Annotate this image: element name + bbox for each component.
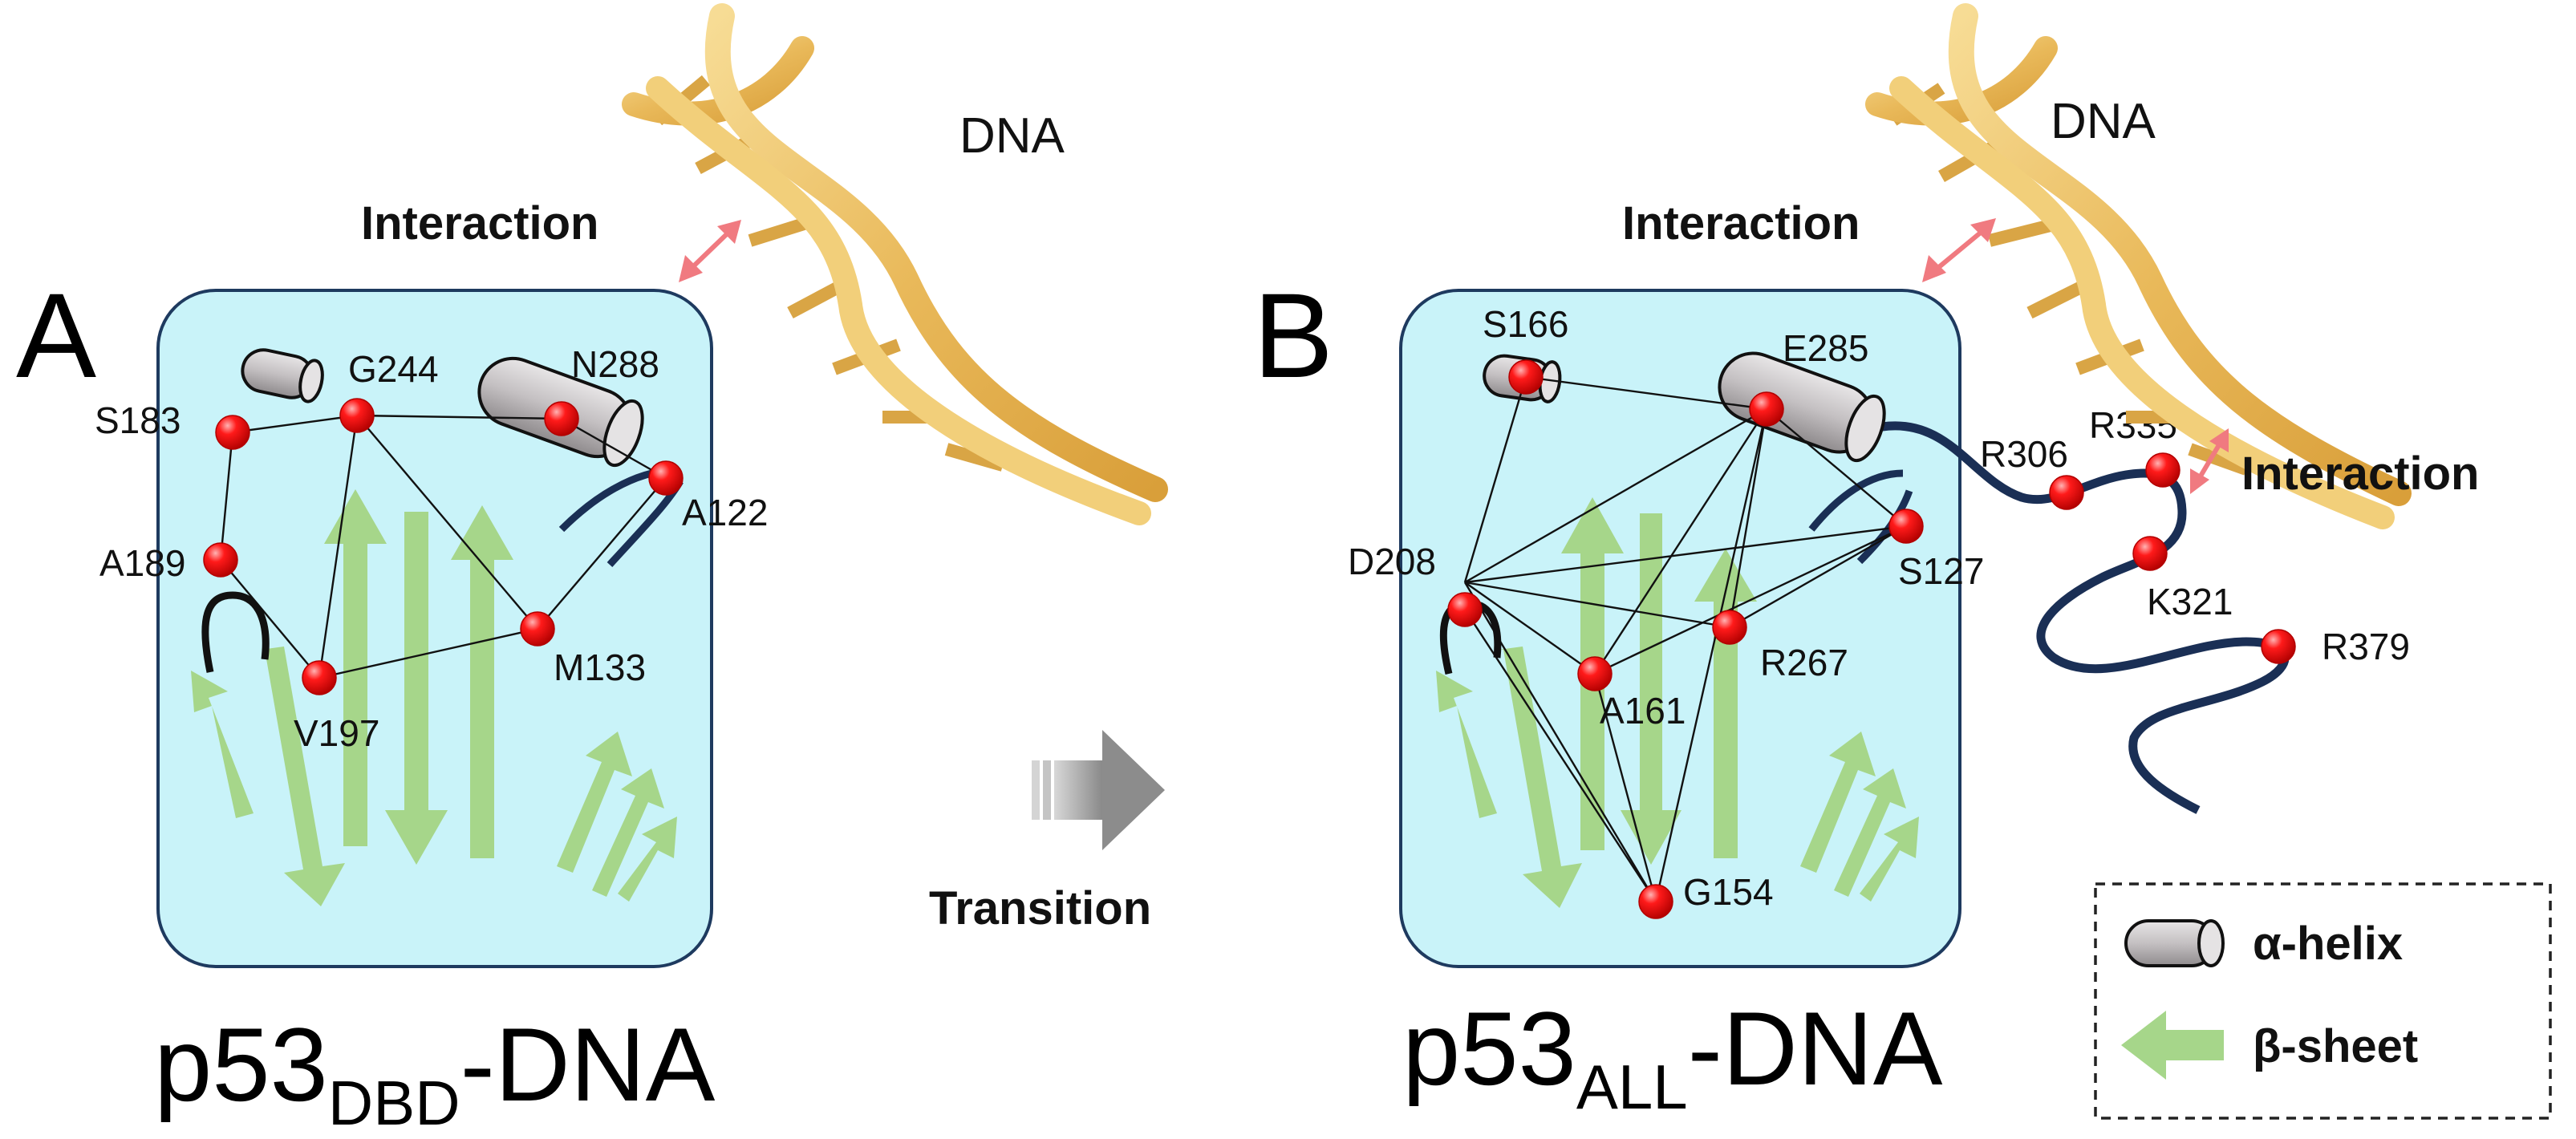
beta-sheet-arrow (557, 732, 632, 873)
residue-node-r267 (1712, 610, 1747, 645)
beta-sheet-arrow (1621, 513, 1681, 865)
transition-arrow (1032, 730, 1165, 850)
beta-sheet-arrow (1694, 549, 1757, 858)
residue-node-r335 (2145, 452, 2180, 488)
beta-sheet-arrow (1834, 768, 1906, 897)
residue-node-a122 (648, 460, 684, 496)
residue-label: E285 (1783, 327, 1868, 369)
residue-label: N288 (571, 343, 659, 385)
residue-label: M133 (554, 647, 646, 688)
beta-sheet-arrow (618, 817, 677, 902)
residue-node-d208 (1447, 592, 1483, 627)
interaction-label-b: Interaction (1622, 197, 1860, 249)
beta-sheet-arrow (191, 671, 254, 818)
legend-sheet-label: β-sheet (2253, 1020, 2418, 1072)
residue-nodes-a (203, 398, 684, 695)
residue-labels-b: S166 E285 D208 S127 A161 R267 G154 R306 … (1348, 303, 2410, 913)
residue-node-s166 (1508, 359, 1544, 395)
caption-b: p53ALL-DNA (1402, 990, 1943, 1122)
beta-sheet-arrow (451, 505, 513, 858)
residue-label: R379 (2322, 626, 2410, 667)
beta-sheet-arrow (1860, 817, 1919, 902)
panel-b: B (1253, 3, 2480, 1122)
residue-label: S166 (1483, 303, 1568, 345)
residue-labels-a: S183 G244 N288 A122 A189 V197 M133 (95, 343, 768, 754)
helix-b-large (1718, 351, 1886, 463)
residue-label: A161 (1600, 690, 1686, 732)
residue-node-e285 (1749, 391, 1784, 427)
sheet-legend-icon (2121, 1011, 2224, 1080)
interaction-label-a: Interaction (361, 197, 599, 249)
dna-helix-b (1865, 3, 2412, 529)
residue-node-g244 (339, 398, 375, 433)
residue-node-m133 (520, 611, 555, 647)
residue-node-s183 (215, 415, 250, 450)
residue-label: A122 (682, 492, 768, 533)
interaction-arrow-a (679, 220, 741, 282)
dna-helix-a (622, 3, 1168, 525)
residue-label: S183 (95, 399, 181, 441)
beta-sheet-arrow (592, 768, 664, 897)
interaction-arrow-b-2 (2190, 428, 2229, 494)
residue-node-n288 (544, 401, 579, 436)
helix-legend-icon (2124, 919, 2225, 967)
residue-label: R267 (1760, 642, 1848, 683)
residue-node-g154 (1638, 884, 1673, 919)
dna-label-b: DNA (2051, 94, 2156, 149)
residue-label: K321 (2147, 581, 2233, 622)
beta-sheet-arrow (1499, 647, 1582, 908)
transition-label: Transition (929, 882, 1151, 934)
residue-node-k321 (2132, 536, 2168, 571)
beta-sheet-arrow (1436, 671, 1497, 818)
beta-sheet-arrow (385, 512, 448, 865)
panel-b-letter: B (1253, 268, 1333, 403)
panel-a-letter: A (16, 268, 96, 403)
residue-node-r306 (2049, 475, 2084, 510)
network-lines-b (1463, 375, 1907, 902)
domain-box-b (1399, 289, 1961, 968)
beta-sheet-arrow (1800, 732, 1876, 873)
beta-sheets-a (191, 489, 677, 906)
residue-label: V197 (294, 712, 379, 754)
residue-node-v197 (302, 660, 337, 695)
domain-box-a (156, 289, 713, 968)
residue-nodes-b (1447, 359, 2296, 919)
interaction-label-b-2: Interaction (2241, 448, 2480, 500)
residue-label: G154 (1683, 871, 1774, 913)
legend: α-helix β-sheet (2094, 882, 2552, 1120)
beta-sheet-arrow (324, 489, 387, 846)
legend-helix-label: α-helix (2253, 918, 2403, 970)
dna-label-a: DNA (959, 108, 1065, 164)
residue-label: A189 (99, 542, 185, 584)
network-lines-a (219, 414, 667, 679)
residue-node-a161 (1577, 656, 1613, 691)
residue-node-a189 (203, 542, 238, 578)
beta-sheet-arrow (261, 647, 345, 906)
residue-label: S127 (1898, 550, 1984, 592)
loop-a-black (201, 591, 270, 673)
panel-a: A (16, 3, 1168, 1138)
helix-a-small (241, 348, 324, 403)
residue-label: R306 (1980, 433, 2068, 475)
caption-a: p53DBD-DNA (154, 1006, 716, 1138)
residue-node-r379 (2261, 629, 2296, 664)
residue-node-s127 (1888, 509, 1924, 544)
residue-label: G244 (348, 348, 439, 390)
interaction-arrow-b (1922, 218, 1996, 282)
residue-label: D208 (1348, 541, 1436, 582)
